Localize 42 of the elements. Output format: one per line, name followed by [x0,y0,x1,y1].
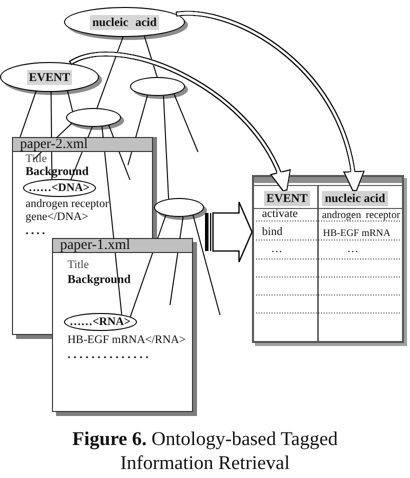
file-name-bar: paper-2.xml [13,138,152,152]
connector-line [20,90,36,138]
connector-line [130,215,166,318]
connector-line [128,94,148,166]
connector-line [192,214,220,316]
table-text: … [271,243,282,256]
dots-text: .... [26,224,48,236]
tag-label: ……<RNA> [69,316,131,328]
column-header: nucleic acid [322,191,388,206]
concept-label: nucleic acid [90,14,159,30]
connector-line [144,36,158,78]
concept-ellipse [130,77,185,96]
tagged-text: androgen receptor gene</DNA> [26,198,110,224]
table-text: … [347,243,358,256]
concept-label: EVENT [26,70,72,84]
concept-ellipse [0,62,99,92]
table-text: androgen receptor [322,209,400,222]
connector-line [108,124,130,180]
tag-ellipse [22,178,96,196]
dots-text: .............. [68,348,152,360]
file-name-bar: paper-1.xml [53,239,192,253]
concept-ellipse [66,108,121,127]
connector-line [170,216,184,306]
table-text: HB-EGF mRNA [323,227,391,240]
column-header: EVENT [264,191,310,206]
concept-ellipse [154,198,204,217]
tagged-text: HB-EGF mRNA</RNA> [68,332,186,346]
connector-line [32,122,72,160]
connector-line [163,95,170,200]
figure-caption: Figure 6. Ontology-based Tagged Information Retrieval [71,428,339,476]
connector-line [174,94,198,152]
concept-ellipse [64,7,185,37]
table-text: bind [262,226,282,239]
connector-line [67,90,74,112]
table-text: activate [262,208,298,221]
connector-line [102,126,122,316]
connector-line [96,36,124,109]
tag-label: ……<DNA> [28,182,90,194]
title-text: Title [26,152,47,164]
connector-line [50,92,52,180]
title-text: Title [68,258,89,272]
tag-ellipse [64,312,136,330]
